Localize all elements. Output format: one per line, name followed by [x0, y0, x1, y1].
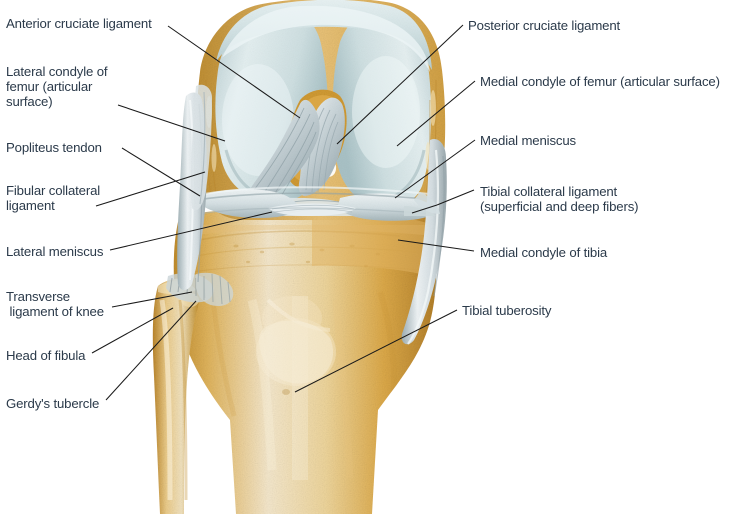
medial-condyle-of-tibia — [312, 214, 433, 276]
label-line: ligament — [6, 198, 55, 214]
label-popliteus-tendon: Popliteus tendon — [6, 140, 102, 155]
label-line: Tibial tuberosity — [462, 303, 552, 318]
label-lateral-meniscus: Lateral meniscus — [6, 244, 103, 259]
label-tibial-collateral-ligament: Tibial collateral ligament(superficial a… — [480, 184, 639, 215]
label-transverse-ligament-of-knee: Transverse ligament of knee — [6, 289, 104, 319]
label-medial-condyle-of-tibia: Medial condyle of tibia — [480, 245, 607, 260]
label-gerdys-tubercle: Gerdy's tubercle — [6, 396, 99, 411]
label-line: Gerdy's tubercle — [6, 396, 100, 411]
label-line: surface) — [6, 94, 53, 110]
label-line: Medial meniscus — [480, 133, 576, 148]
label-line: (superficial and deep fibers) — [480, 199, 639, 215]
posterior-cruciate-ligament — [298, 97, 345, 196]
label-posterior-cruciate-ligament: Posterior cruciate ligament — [468, 18, 620, 33]
label-line: Popliteus tendon — [6, 140, 102, 155]
label-line: femur (articular — [6, 79, 93, 95]
label-line: Posterior cruciate ligament — [468, 18, 621, 33]
tibia — [173, 210, 437, 514]
label-head-of-fibula: Head of fibula — [6, 348, 85, 363]
label-tibial-tuberosity: Tibial tuberosity — [462, 303, 551, 318]
label-line: Lateral meniscus — [6, 244, 104, 259]
label-medial-condyle-of-femur: Medial condyle of femur (articular surfa… — [480, 74, 720, 89]
label-medial-meniscus: Medial meniscus — [480, 133, 576, 148]
head-of-fibula — [152, 278, 199, 514]
label-line: Transverse — [6, 289, 70, 304]
label-line: Medial condyle of tibia — [480, 245, 608, 260]
label-line: Head of fibula — [6, 348, 86, 363]
label-line: ligament of knee — [6, 304, 105, 320]
label-line: Fibular collateral — [6, 183, 101, 198]
label-line: Medial condyle of femur (articular surfa… — [480, 74, 720, 89]
label-line: Lateral condyle of — [6, 64, 108, 79]
label-line: Anterior cruciate ligament — [6, 16, 152, 31]
label-line: Tibial collateral ligament — [480, 184, 618, 199]
label-anterior-cruciate-ligament: Anterior cruciate ligament — [6, 16, 152, 31]
